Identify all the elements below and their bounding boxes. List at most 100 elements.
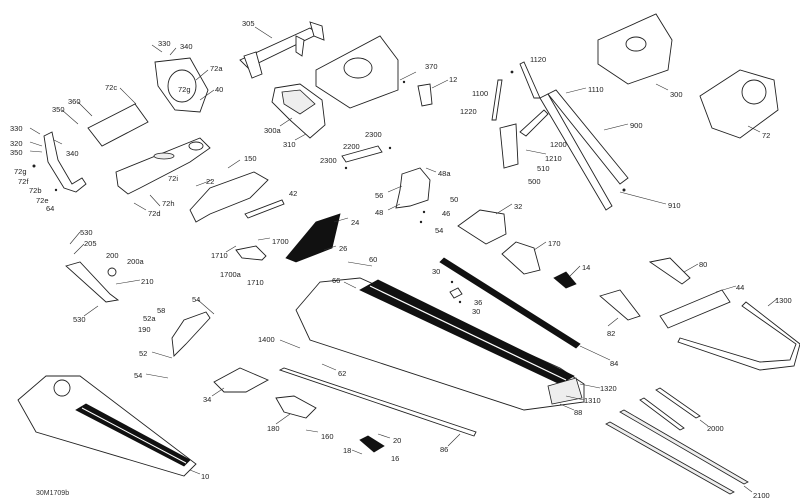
callout-72e: 72e — [36, 196, 49, 205]
part-14-step — [553, 265, 581, 289]
part-72c-crossmember — [61, 87, 149, 147]
callout-26: 26 — [339, 244, 348, 253]
callout-180: 180 — [267, 424, 280, 433]
callout-305: 305 — [242, 19, 255, 28]
part-10-tunnel-assembly — [17, 375, 201, 477]
callout-32: 32 — [514, 202, 523, 211]
callout-64: 64 — [46, 204, 55, 213]
part-82-bracket — [599, 289, 641, 327]
callout-200a: 200a — [127, 257, 144, 266]
part-300a-bracket — [271, 83, 326, 141]
callout-54: 54 — [435, 226, 444, 235]
callout-1310: 1310 — [584, 396, 601, 405]
callout-36: 36 — [474, 298, 483, 307]
callout-82: 82 — [607, 329, 616, 338]
part-52-bracket — [145, 299, 215, 379]
callout-44: 44 — [736, 283, 745, 292]
callout-84: 84 — [610, 359, 619, 368]
callout-1200: 1200 — [550, 140, 567, 149]
callout-72i: 72i — [168, 174, 179, 183]
callout-1220: 1220 — [460, 107, 477, 116]
callout-210: 210 — [141, 277, 154, 286]
callout-40: 40 — [215, 85, 224, 94]
callout-1710: 1710 — [247, 278, 264, 287]
part-72a-engine-plate — [151, 44, 215, 113]
callout-200: 200 — [106, 251, 119, 260]
callout-66: 66 — [332, 276, 341, 285]
callout-72g: 72g — [178, 85, 191, 94]
part-32-panel — [457, 203, 513, 245]
part-56-steering-bracket — [387, 167, 437, 224]
callout-14: 14 — [582, 263, 591, 272]
callout-54: 54 — [192, 295, 201, 304]
callout-1700a: 1700a — [220, 270, 241, 279]
part-tunnel-main — [279, 261, 601, 411]
part-86-running-board-edge — [278, 367, 477, 447]
callout-1110: 1110 — [588, 85, 604, 94]
callout-300: 300 — [670, 90, 683, 99]
callout-18: 18 — [343, 446, 352, 455]
part-2200-hinge — [341, 145, 392, 170]
part-2100-slides — [605, 409, 753, 495]
callout-2000: 2000 — [707, 424, 724, 433]
callout-370: 370 — [425, 62, 438, 71]
part-180-cover — [275, 395, 319, 433]
callout-16: 16 — [391, 454, 400, 463]
callout-54: 54 — [134, 371, 143, 380]
callout-72a: 72a — [210, 64, 223, 73]
callout-2100: 2100 — [753, 491, 770, 500]
part-22-floor-pan — [189, 159, 285, 223]
part-bulkhead-upper — [315, 35, 417, 109]
part-24-heat-exchanger — [285, 213, 349, 263]
callout-20: 20 — [393, 436, 402, 445]
callout-72b: 72b — [29, 186, 42, 195]
callout-1700: 1700 — [272, 237, 289, 246]
callout-72h: 72h — [162, 199, 175, 208]
callout-1710: 1710 — [211, 251, 228, 260]
callout-310: 310 — [283, 140, 296, 149]
callout-52: 52 — [139, 349, 148, 358]
callout-1320: 1320 — [600, 384, 617, 393]
callout-56: 56 — [375, 191, 384, 200]
callout-58: 58 — [157, 306, 166, 315]
part-44-rear-crossmember — [659, 285, 737, 329]
callout-300a: 300a — [264, 126, 281, 135]
callout-48a: 48a — [438, 169, 451, 178]
callout-2200: 2200 — [343, 142, 360, 151]
part-12-bracket — [417, 79, 449, 107]
callout-30: 30 — [432, 267, 441, 276]
callout-1120: 1120 — [530, 55, 547, 64]
callout-72c: 72c — [105, 83, 118, 92]
callout-160: 160 — [321, 432, 334, 441]
callout-72: 72 — [762, 131, 771, 140]
callout-50: 50 — [450, 195, 459, 204]
callout-510: 510 — [537, 164, 550, 173]
callout-72f: 72f — [18, 177, 29, 186]
callout-86: 86 — [440, 445, 449, 454]
callout-1400: 1400 — [258, 335, 275, 344]
part-84-side-rail — [439, 257, 611, 361]
part-1700-bracket — [225, 237, 271, 261]
callout-360: 360 — [68, 97, 81, 106]
part-72-chassis-front — [699, 69, 779, 139]
callout-350: 350 — [10, 148, 23, 157]
callout-72d: 72d — [148, 209, 161, 218]
callout-170: 170 — [548, 239, 561, 248]
callout-1100: 1100 — [472, 89, 489, 98]
part-300-bulkhead — [597, 13, 673, 91]
callout-24: 24 — [351, 218, 360, 227]
callout-12: 12 — [449, 75, 458, 84]
callout-88: 88 — [574, 408, 583, 417]
callout-52a: 52a — [143, 314, 156, 323]
callout-22: 22 — [206, 177, 215, 186]
callout-500: 500 — [528, 177, 541, 186]
callout-320: 320 — [10, 139, 23, 148]
diagram-reference-code: 30M1709b — [36, 490, 70, 497]
callout-62: 62 — [338, 369, 347, 378]
part-16-bracket — [351, 433, 391, 455]
callout-340: 340 — [180, 42, 193, 51]
callout-46: 46 — [442, 209, 451, 218]
callout-10: 10 — [201, 472, 210, 481]
part-170-cover — [501, 241, 547, 275]
